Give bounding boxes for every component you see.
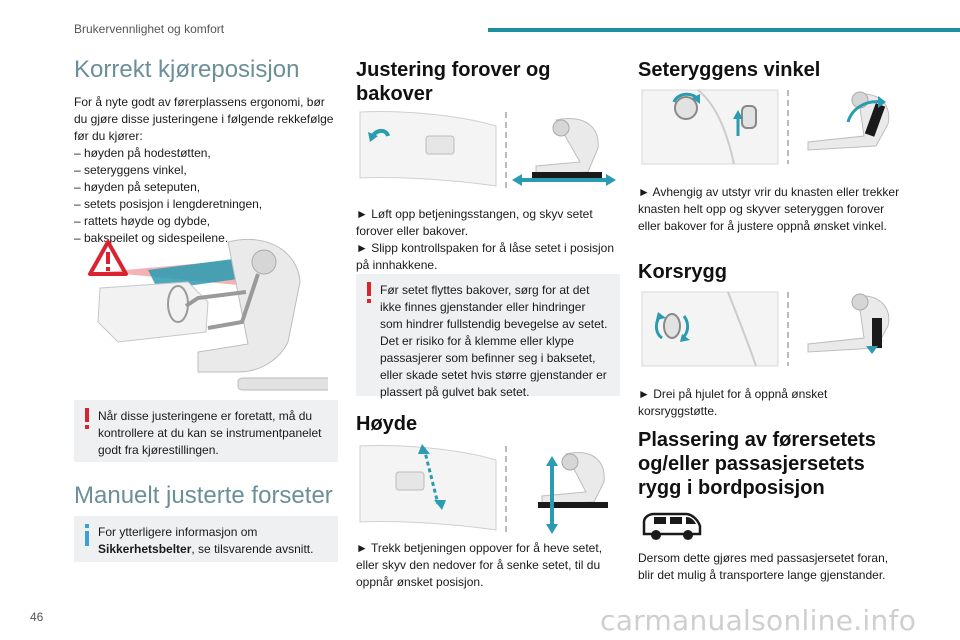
info-link-seatbelts: Sikkerhetsbelter <box>98 542 192 556</box>
backrest-angle-illustration <box>641 89 890 165</box>
info-text-suffix: , se tilsvarende avsnitt. <box>191 542 314 556</box>
backrest-instructions: ► Avhengig av utstyr vrir du knasten ell… <box>638 184 904 235</box>
page-number: 46 <box>30 610 44 624</box>
warning-text: Før setet flyttes bakover, sørg for at d… <box>380 283 608 399</box>
table-position-text: Dersom dette gjøres med passasjersetet f… <box>638 550 904 584</box>
info-text: For ytterligere informasjon om Sikkerhet… <box>98 524 328 558</box>
list-item: – høyden på seteputen, <box>74 180 201 194</box>
driver-position-illustration <box>88 238 328 391</box>
intro-text: For å nyte godt av førerplassens ergonom… <box>74 94 340 247</box>
info-text-prefix: For ytterligere informasjon om <box>98 525 258 539</box>
lumbar-instructions: ► Drei på hjulet for å oppnå ønsket kors… <box>638 386 904 420</box>
warning-triangle-icon <box>88 240 128 276</box>
intro-paragraph: For å nyte godt av førerplassens ergonom… <box>74 95 334 143</box>
instruction-step: ► Trekk betjeningen oppover for å heve s… <box>356 541 603 589</box>
section-title-height: Høyde <box>356 413 418 435</box>
height-instructions: ► Trekk betjeningen oppover for å heve s… <box>356 540 620 591</box>
warning-exclamation-icon <box>85 408 89 429</box>
fore-aft-instructions: ► Løft opp betjeningsstangen, og skyv se… <box>356 206 620 274</box>
watermark: carmanualsonline.info <box>600 604 917 637</box>
list-item: – bakspeilet og sidespeilene. <box>74 231 229 245</box>
warning-note: Når disse justeringene er foretatt, må d… <box>74 400 338 462</box>
body-paragraph: Dersom dette gjøres med passasjersetet f… <box>638 551 889 582</box>
warning-text: Når disse justeringene er foretatt, må d… <box>98 409 322 457</box>
column-1: Korrekt kjøreposisjon For å nyte godt av… <box>74 56 340 247</box>
instruction-step: ► Løft opp betjeningsstangen, og skyv se… <box>356 207 593 238</box>
warning-note: Før setet flyttes bakover, sørg for at d… <box>356 274 620 399</box>
running-header: Brukervennlighet og komfort <box>74 22 225 36</box>
info-note: For ytterligere informasjon om Sikkerhet… <box>74 516 338 562</box>
instruction-step: ► Slipp kontrollspaken for å låse setet … <box>356 241 615 272</box>
section-title-forward-backward: Justering forover og bakover <box>356 59 551 105</box>
list-item: – seteryggens vinkel, <box>74 163 187 177</box>
lumbar-adjust-illustration <box>641 291 890 367</box>
list-item: – høyden på hodestøtten, <box>74 146 211 160</box>
info-icon <box>85 524 89 546</box>
section-title-lumbar: Korsrygg <box>638 261 727 283</box>
height-adjust-illustration <box>359 444 608 534</box>
section-title-table-position: Plassering av førersetets og/eller passa… <box>638 429 876 499</box>
instruction-step: ► Avhengig av utstyr vrir du knasten ell… <box>638 185 900 233</box>
section-title-backrest-angle: Seteryggens vinkel <box>638 59 821 81</box>
section-title-manual-seats: Manuelt justerte forseter <box>74 482 333 509</box>
section-title-driving-position: Korrekt kjøreposisjon <box>74 56 300 83</box>
warning-exclamation-icon <box>367 282 371 303</box>
instruction-step: ► Drei på hjulet for å oppnå ønsket kors… <box>638 387 828 418</box>
list-item: – setets posisjon i lengderetningen, <box>74 197 263 211</box>
car-van-icon <box>642 512 702 540</box>
fore-aft-adjust-illustration <box>359 111 616 188</box>
list-item: – rattets høyde og dybde, <box>74 214 211 228</box>
header-accent-rule <box>488 28 960 32</box>
